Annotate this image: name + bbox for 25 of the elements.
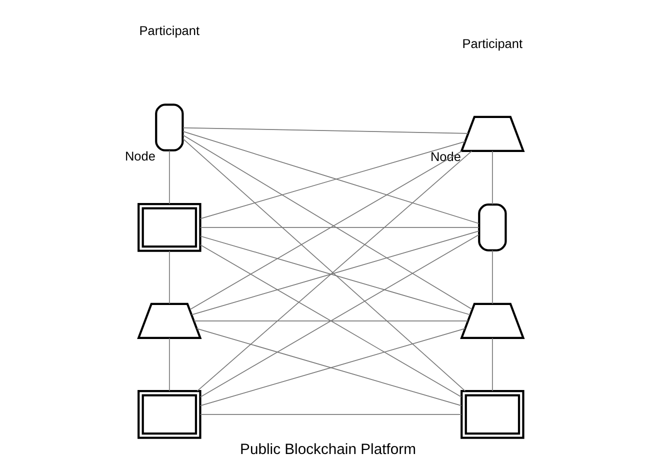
- node-laptop: [137, 302, 202, 339]
- connector: [194, 320, 468, 322]
- connector: [168, 338, 170, 392]
- node-phone: [478, 204, 507, 252]
- connector: [200, 141, 466, 220]
- node-label: Node: [124, 148, 156, 164]
- connector: [492, 250, 493, 304]
- label: Participant: [139, 23, 200, 38]
- connector: [168, 150, 170, 204]
- caption: Public Blockchain Platform: [240, 442, 416, 458]
- node-laptop: [460, 116, 525, 152]
- node-label: Node: [430, 149, 461, 164]
- connector: [200, 226, 480, 228]
- connector: [182, 127, 468, 134]
- connector: [182, 131, 480, 224]
- connector: [200, 414, 462, 415]
- connector: [168, 250, 170, 304]
- node-monitor: [138, 202, 202, 252]
- node-phone: [155, 104, 184, 152]
- label: Participant: [462, 36, 523, 51]
- node-monitor: [138, 390, 202, 439]
- connector: [492, 150, 493, 205]
- connector: [492, 338, 493, 392]
- node-laptop: [460, 302, 525, 339]
- node-monitor: [460, 390, 524, 439]
